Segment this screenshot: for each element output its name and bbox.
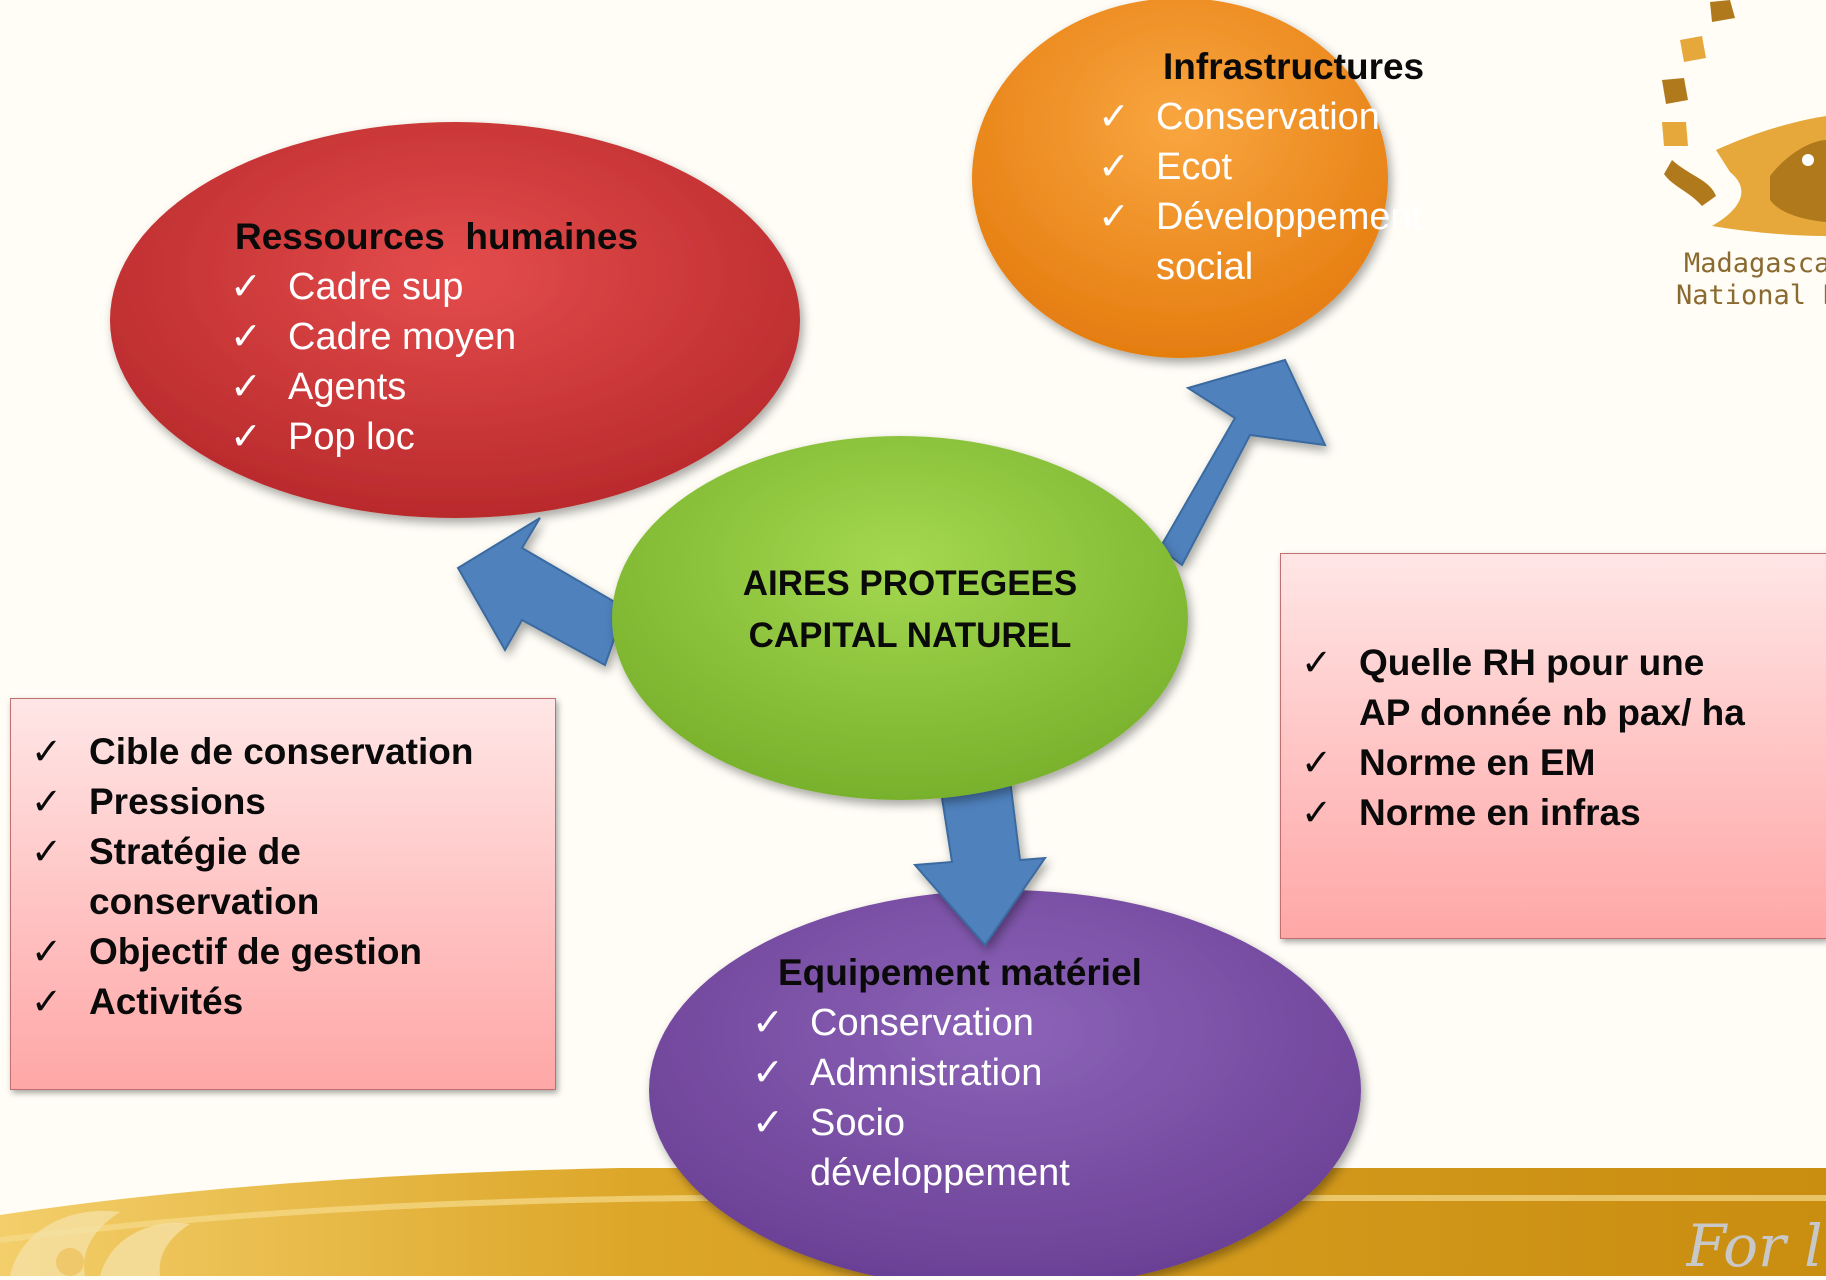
check-icon: ✓: [230, 416, 262, 458]
list-item: ✓Conservation: [1098, 92, 1498, 142]
center-line-2: CAPITAL NATUREL: [748, 616, 1072, 655]
list-item: ✓Stratégie de: [31, 827, 555, 877]
list-item-continuation: conservation: [89, 881, 320, 922]
check-icon: ✓: [752, 1052, 784, 1094]
list-item-continuation: social: [1156, 246, 1254, 288]
list-item-continuation: AP donnée nb pax/ ha: [1359, 692, 1745, 733]
check-icon: ✓: [230, 366, 262, 408]
list-item: ✓Conservation: [752, 998, 1222, 1048]
infrastructures-bubble: [972, 0, 1388, 358]
equipement-list: ✓Conservation ✓Admnistration ✓Socio déve…: [752, 998, 1222, 1198]
check-icon: ✓: [1098, 96, 1130, 138]
infrastructures-list: ✓Conservation ✓Ecot ✓Développement socia…: [1098, 92, 1498, 292]
check-icon: ✓: [31, 731, 63, 772]
logo-text: Madagasca National Par: [1676, 248, 1826, 312]
left-criteria-box: ✓Cible de conservation ✓Pressions ✓Strat…: [10, 698, 556, 1090]
check-icon: ✓: [230, 316, 262, 358]
check-icon: ✓: [31, 931, 63, 972]
list-item: ✓Objectif de gestion: [31, 927, 555, 977]
check-icon: ✓: [1301, 642, 1333, 683]
ressources-humaines-title: Ressources humaines: [235, 216, 639, 257]
list-item: ✓Agents: [230, 362, 710, 412]
check-icon: ✓: [1098, 196, 1130, 238]
arrow-to-ressources: [456, 517, 627, 667]
list-item: ✓Pressions: [31, 777, 555, 827]
logo-line-2: National Par: [1676, 280, 1826, 311]
list-item: ✓Cible de conservation: [31, 727, 555, 777]
list-item: ✓Admnistration: [752, 1048, 1222, 1098]
right-norms-list: ✓Quelle RH pour une AP donnée nb pax/ ha…: [1281, 554, 1826, 838]
check-icon: ✓: [1301, 792, 1333, 833]
madagascar-national-parks-logo: [1662, 0, 1826, 236]
list-item: ✓Socio: [752, 1098, 1222, 1148]
infrastructures-content: Infrastructures ✓Conservation ✓Ecot ✓Dév…: [1098, 42, 1498, 292]
list-item: ✓Norme en EM: [1301, 738, 1826, 788]
check-icon: ✓: [31, 981, 63, 1022]
center-line-1: AIRES PROTEGEES: [742, 564, 1078, 603]
check-icon: ✓: [31, 781, 63, 822]
check-icon: ✓: [752, 1002, 784, 1044]
arrow-to-equipement: [912, 778, 1048, 947]
check-icon: ✓: [230, 266, 262, 308]
check-icon: ✓: [1301, 742, 1333, 783]
equipement-title: Equipement matériel: [778, 952, 1142, 993]
list-item-continuation: développement: [810, 1152, 1070, 1194]
footer-slogan: For lif: [1686, 1212, 1826, 1280]
equipement-bubble: [649, 890, 1361, 1276]
ressources-humaines-bubble: [110, 122, 800, 518]
check-icon: ✓: [31, 831, 63, 872]
ressources-humaines-content: Ressources humaines ✓Cadre sup ✓Cadre mo…: [230, 212, 710, 462]
list-item: ✓Cadre moyen: [230, 312, 710, 362]
center-bubble: [612, 436, 1188, 800]
list-item: ✓Norme en infras: [1301, 788, 1826, 838]
check-icon: ✓: [1098, 146, 1130, 188]
list-item: ✓Pop loc: [230, 412, 710, 462]
arrow-to-infrastructures: [1158, 358, 1327, 567]
center-title: AIRES PROTEGEES CAPITAL NATUREL: [700, 558, 1120, 662]
infrastructures-title: Infrastructures: [1163, 46, 1425, 87]
ressources-humaines-list: ✓Cadre sup ✓Cadre moyen ✓Agents ✓Pop loc: [230, 262, 710, 462]
right-norms-box: ✓Quelle RH pour une AP donnée nb pax/ ha…: [1280, 553, 1826, 939]
list-item: ✓Quelle RH pour une: [1301, 638, 1826, 688]
list-item: ✓Ecot: [1098, 142, 1498, 192]
list-item: ✓Développement: [1098, 192, 1498, 242]
logo-line-1: Madagasca: [1684, 248, 1826, 279]
list-item: ✓Activités: [31, 977, 555, 1027]
flower-ornament-icon: [10, 1210, 190, 1276]
list-item: ✓Cadre sup: [230, 262, 710, 312]
left-criteria-list: ✓Cible de conservation ✓Pressions ✓Strat…: [11, 699, 555, 1027]
equipement-content: Equipement matériel ✓Conservation ✓Admni…: [752, 948, 1222, 1198]
check-icon: ✓: [752, 1102, 784, 1144]
